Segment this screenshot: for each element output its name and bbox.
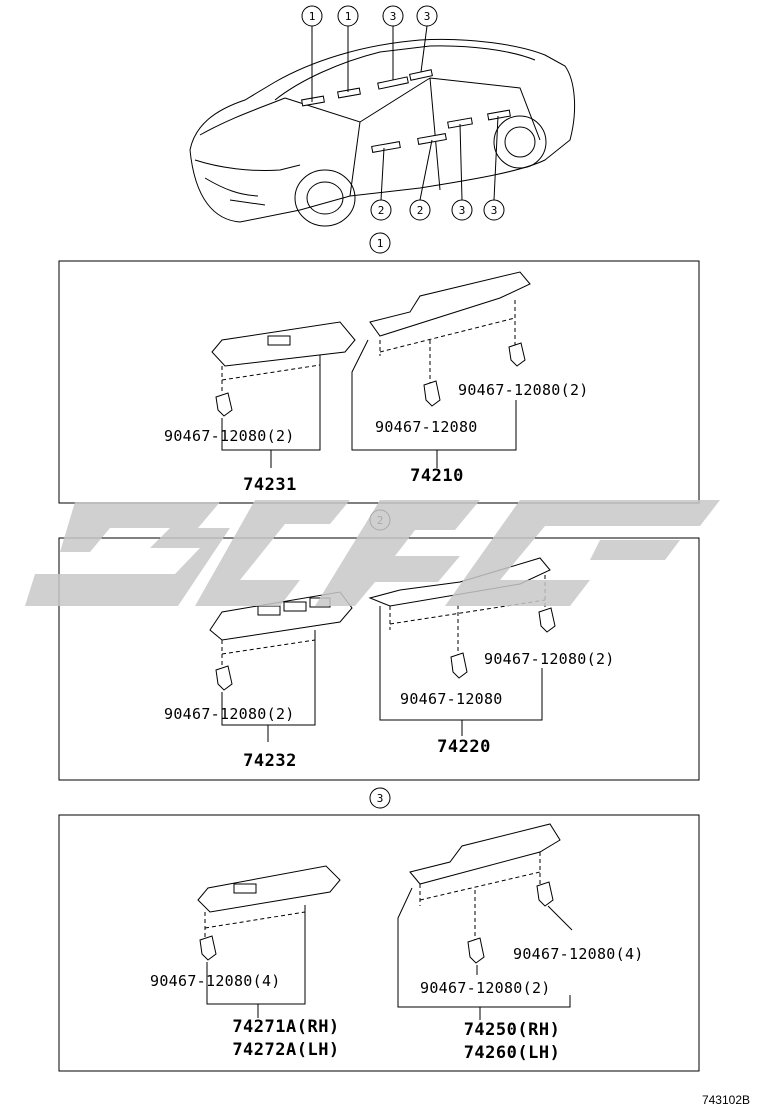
car-callouts: 1 1 3 3 2 2 3 3 (301, 5, 505, 221)
section-1-left-clip: 90467-12080(2) (164, 427, 295, 445)
section-3-frame (58, 814, 700, 1072)
section-1-left-part: 74231 (243, 475, 297, 495)
section-3-callout-label: 3 (377, 792, 384, 805)
section-3-left-part-lh: 74272A(LH) (232, 1040, 339, 1060)
watermark-logo (25, 500, 720, 606)
section-3-left-clip: 90467-12080(4) (150, 972, 281, 990)
car-illustration (189, 25, 575, 227)
callout-label: 1 (345, 10, 352, 23)
section-1-right-clip-upper: 90467-12080(2) (458, 381, 589, 399)
section-2-left-part: 74232 (243, 751, 297, 771)
section-1-right-assembly (351, 271, 531, 468)
section-3-right-clip-upper: 90467-12080(4) (513, 945, 644, 963)
section-2-right-clip-lower: 90467-12080 (400, 690, 503, 708)
section-1-right-part: 74210 (410, 466, 464, 486)
section-3-right-part-rh: 74250(RH) (464, 1020, 561, 1040)
callout-label: 2 (378, 204, 385, 217)
section-3-left-part-rh: 74271A(RH) (232, 1017, 339, 1037)
section-3-right-part-lh: 74260(LH) (464, 1043, 561, 1063)
callout-label: 3 (424, 10, 431, 23)
section-1-right-clip-lower: 90467-12080 (375, 418, 478, 436)
section-2-right-clip-upper: 90467-12080(2) (484, 650, 615, 668)
callout-label: 3 (459, 204, 466, 217)
callout-label: 3 (491, 204, 498, 217)
section-1-frame (58, 260, 700, 504)
section-3-callout (369, 787, 391, 809)
section-1-callout-label: 1 (377, 237, 384, 250)
diagram-id: 743102B (702, 1093, 750, 1107)
section-1-callout (369, 232, 391, 254)
section-1-left-assembly (211, 321, 356, 468)
callout-label: 3 (390, 10, 397, 23)
section-2-right-part: 74220 (437, 737, 491, 757)
section-3-left-assembly (197, 865, 341, 1018)
section-2-left-clip: 90467-12080(2) (164, 705, 295, 723)
section-3-right-clip-lower: 90467-12080(2) (420, 979, 551, 997)
section-3-right-assembly (397, 823, 573, 1020)
callout-label: 2 (417, 204, 424, 217)
callout-label: 1 (309, 10, 316, 23)
